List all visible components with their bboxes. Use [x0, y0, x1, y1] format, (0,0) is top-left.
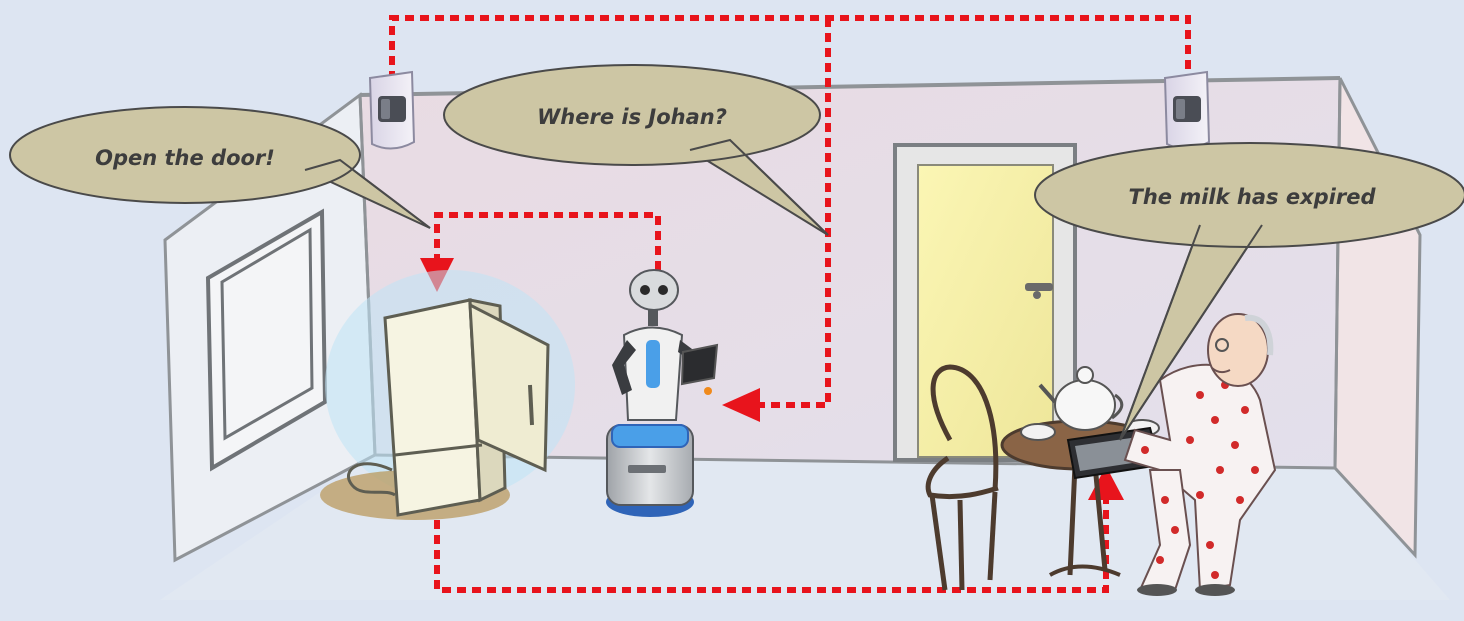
bubble-milk-expired-text: The milk has expired: [1129, 185, 1377, 209]
bubble-open-door-text: Open the door!: [95, 146, 275, 170]
motion-sensor-icon-left: [370, 72, 414, 149]
motion-sensor-icon-right: [1165, 72, 1209, 149]
sensor-link-line: [392, 18, 1188, 80]
bubble-where-johan-text: Where is Johan?: [537, 105, 727, 129]
